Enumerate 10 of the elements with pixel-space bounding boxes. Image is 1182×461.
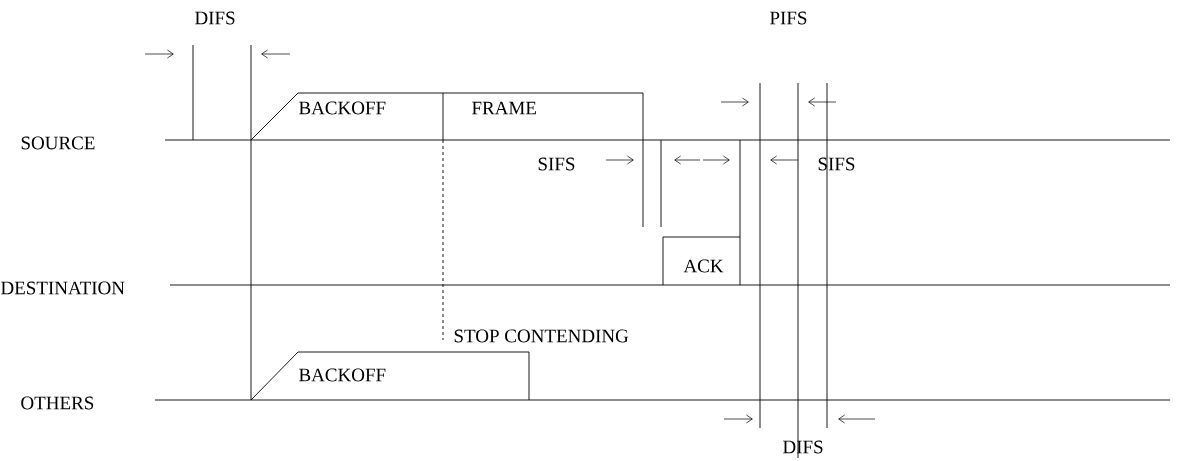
- interval-label: DIFS: [195, 11, 235, 25]
- interval-label: STOP CONTENDING: [454, 329, 629, 343]
- interval-label: PIFS: [770, 11, 807, 25]
- lane-label: DESTINATION: [1, 281, 125, 295]
- interval-label: DIFS: [783, 440, 823, 454]
- interval-label: SIFS: [818, 157, 855, 171]
- lane-label: OTHERS: [21, 396, 94, 410]
- lane-label: SOURCE: [21, 136, 95, 150]
- timing-box: FRAME: [442, 92, 644, 141]
- timing-box: ACK: [662, 236, 741, 286]
